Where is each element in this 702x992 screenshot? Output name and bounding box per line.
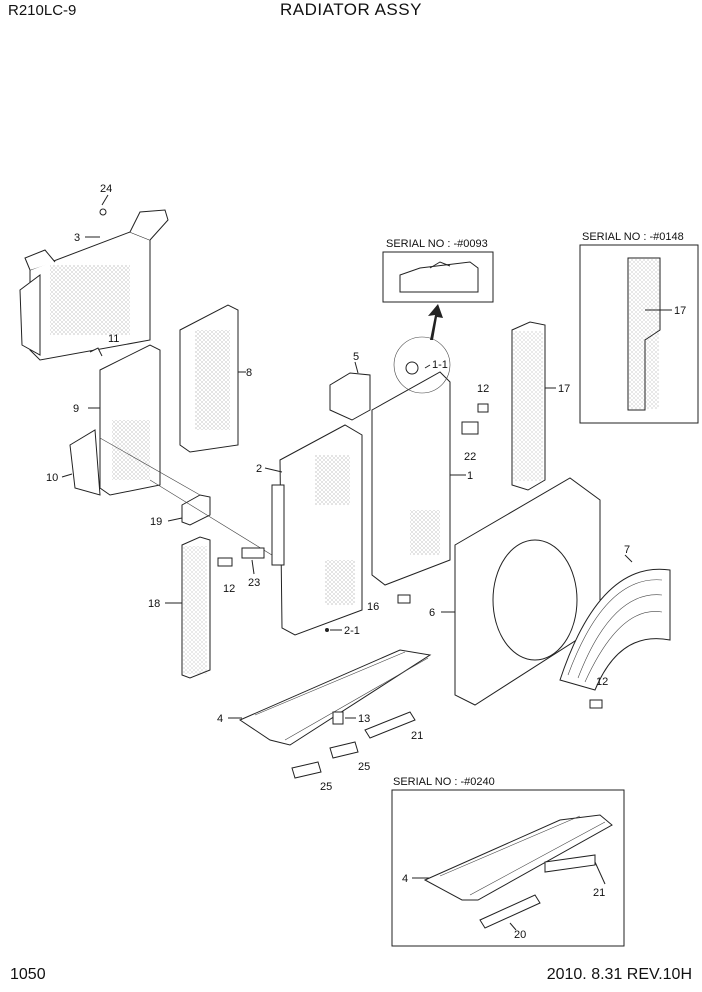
callout-7: 7 bbox=[624, 544, 630, 556]
callout-12a: 12 bbox=[223, 583, 235, 595]
callout-5: 5 bbox=[353, 351, 359, 363]
callout-1: 1 bbox=[467, 470, 473, 482]
callout-6: 6 bbox=[429, 607, 435, 619]
serial-box-top-right: SERIAL NO : -#0148 17 bbox=[579, 231, 699, 424]
callout-13: 13 bbox=[358, 713, 370, 725]
serial-box-top-center: SERIAL NO : -#0093 bbox=[382, 238, 494, 303]
callout-4b: 4 bbox=[402, 873, 408, 885]
callout-4a: 4 bbox=[217, 713, 223, 725]
radiator: 1-1 1 12 22 16 bbox=[367, 304, 489, 613]
callout-8: 8 bbox=[246, 367, 252, 379]
callout-10: 10 bbox=[46, 472, 58, 484]
fan-shroud: 6 7 12 bbox=[429, 477, 671, 709]
serial-label-bottom: SERIAL NO : -#0240 bbox=[393, 776, 495, 788]
callout-16: 16 bbox=[367, 601, 379, 613]
callout-25b: 25 bbox=[320, 781, 332, 793]
serial-box-bottom: SERIAL NO : -#0240 4 21 20 bbox=[391, 776, 625, 947]
intercooler: 3 24 bbox=[19, 183, 169, 361]
support-frame: 4 13 21 25 25 bbox=[217, 649, 432, 793]
callout-17a: 17 bbox=[558, 383, 570, 395]
serial-label-top-center: SERIAL NO : -#0093 bbox=[386, 238, 488, 250]
callout-11: 11 bbox=[108, 333, 119, 345]
callout-1-1: 1-1 bbox=[432, 359, 448, 371]
bolt-and-bracket: 12 23 bbox=[217, 547, 265, 595]
oil-cooler: 5 2 2-1 bbox=[256, 351, 371, 637]
callout-17b: 17 bbox=[674, 305, 686, 317]
callout-23: 23 bbox=[248, 577, 260, 589]
callout-12c: 12 bbox=[596, 676, 608, 688]
duct: 17 bbox=[511, 321, 570, 491]
callout-3: 3 bbox=[74, 232, 80, 244]
page-title: RADIATOR ASSY bbox=[280, 0, 422, 19]
callout-12b: 12 bbox=[477, 383, 489, 395]
callout-19: 19 bbox=[150, 516, 162, 528]
callout-20: 20 bbox=[514, 929, 526, 941]
callout-21b: 21 bbox=[593, 887, 605, 899]
callout-22: 22 bbox=[464, 451, 476, 463]
screens: 8 9 10 11 bbox=[46, 304, 252, 496]
revision-date: 2010. 8.31 REV.10H bbox=[546, 966, 692, 983]
callout-9: 9 bbox=[73, 403, 79, 415]
serial-label-top-right: SERIAL NO : -#0148 bbox=[582, 231, 684, 243]
model-label: R210LC-9 bbox=[8, 2, 77, 19]
callout-2: 2 bbox=[256, 463, 262, 475]
callout-18: 18 bbox=[148, 598, 160, 610]
callout-21a: 21 bbox=[411, 730, 423, 742]
callout-2-1: 2-1 bbox=[344, 625, 360, 637]
callout-25a: 25 bbox=[358, 761, 370, 773]
callout-24: 24 bbox=[100, 183, 112, 195]
seal-blocks: 19 18 bbox=[99, 437, 281, 679]
page-number: 1050 bbox=[10, 966, 46, 983]
